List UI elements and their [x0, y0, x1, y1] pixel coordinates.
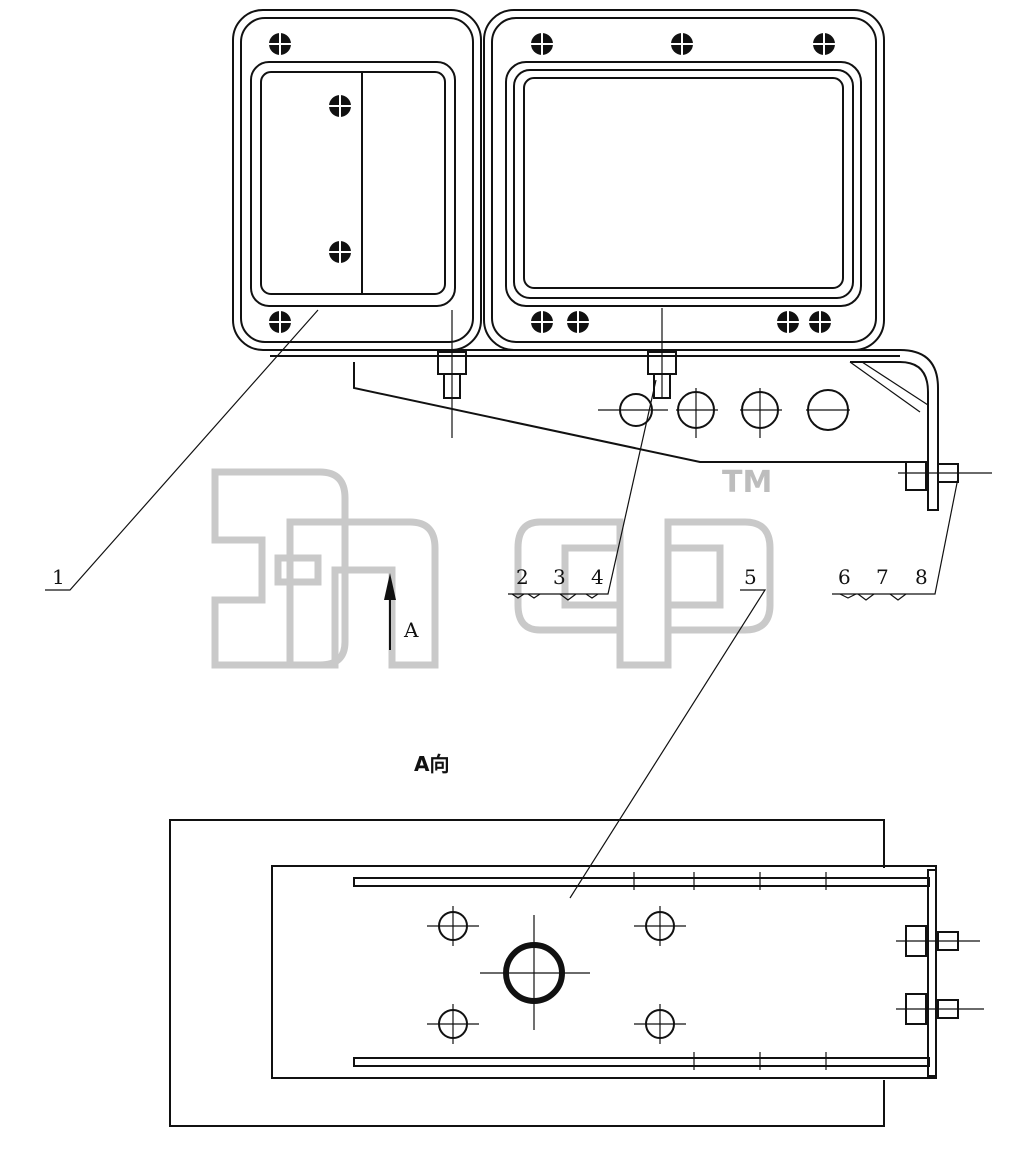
view-arrow-label: A — [403, 618, 419, 642]
callout-2: 2 — [516, 565, 529, 589]
bottom-view-bolts — [896, 925, 984, 1025]
lamp-housing-left — [232, 9, 482, 351]
watermark-letter-e — [211, 468, 349, 669]
view-arrow-a — [384, 573, 396, 650]
watermark-trademark: TM — [722, 465, 772, 500]
screw-crosshair — [773, 307, 803, 337]
watermark-logo: TM — [211, 465, 774, 669]
screw-crosshair — [563, 307, 593, 337]
lamp-housing-right — [483, 9, 885, 351]
bottom-view-plate — [169, 819, 937, 1127]
view-title: A向 — [414, 752, 449, 776]
callout-7: 7 — [876, 565, 889, 589]
screw-crosshair — [809, 29, 839, 59]
bottom-view-holes — [427, 906, 686, 1044]
screw-crosshair — [527, 29, 557, 59]
screw-crosshair — [527, 307, 557, 337]
callout-5: 5 — [744, 565, 757, 589]
bracket-bolt-center — [647, 308, 677, 399]
callout-6: 6 — [838, 565, 851, 589]
mounting-bracket — [270, 349, 939, 511]
side-bolt — [898, 461, 992, 491]
callout-8: 8 — [915, 565, 928, 589]
leader-lines — [45, 309, 959, 899]
callout-3: 3 — [553, 565, 566, 589]
bracket-bolt-left — [437, 310, 467, 438]
callout-1: 1 — [52, 565, 65, 589]
screw-crosshair — [805, 307, 835, 337]
screw-crosshair — [265, 307, 295, 337]
watermark-letter-p — [286, 518, 439, 669]
screw-crosshair — [265, 29, 295, 59]
screw-crosshair — [325, 91, 355, 121]
bottom-view-rails — [353, 872, 930, 1070]
screw-crosshair — [325, 237, 355, 267]
watermark-letter-f — [514, 518, 774, 669]
callout-4: 4 — [591, 565, 604, 589]
screw-crosshair — [667, 29, 697, 59]
bracket-holes — [598, 388, 850, 438]
screw-heads — [265, 29, 839, 337]
